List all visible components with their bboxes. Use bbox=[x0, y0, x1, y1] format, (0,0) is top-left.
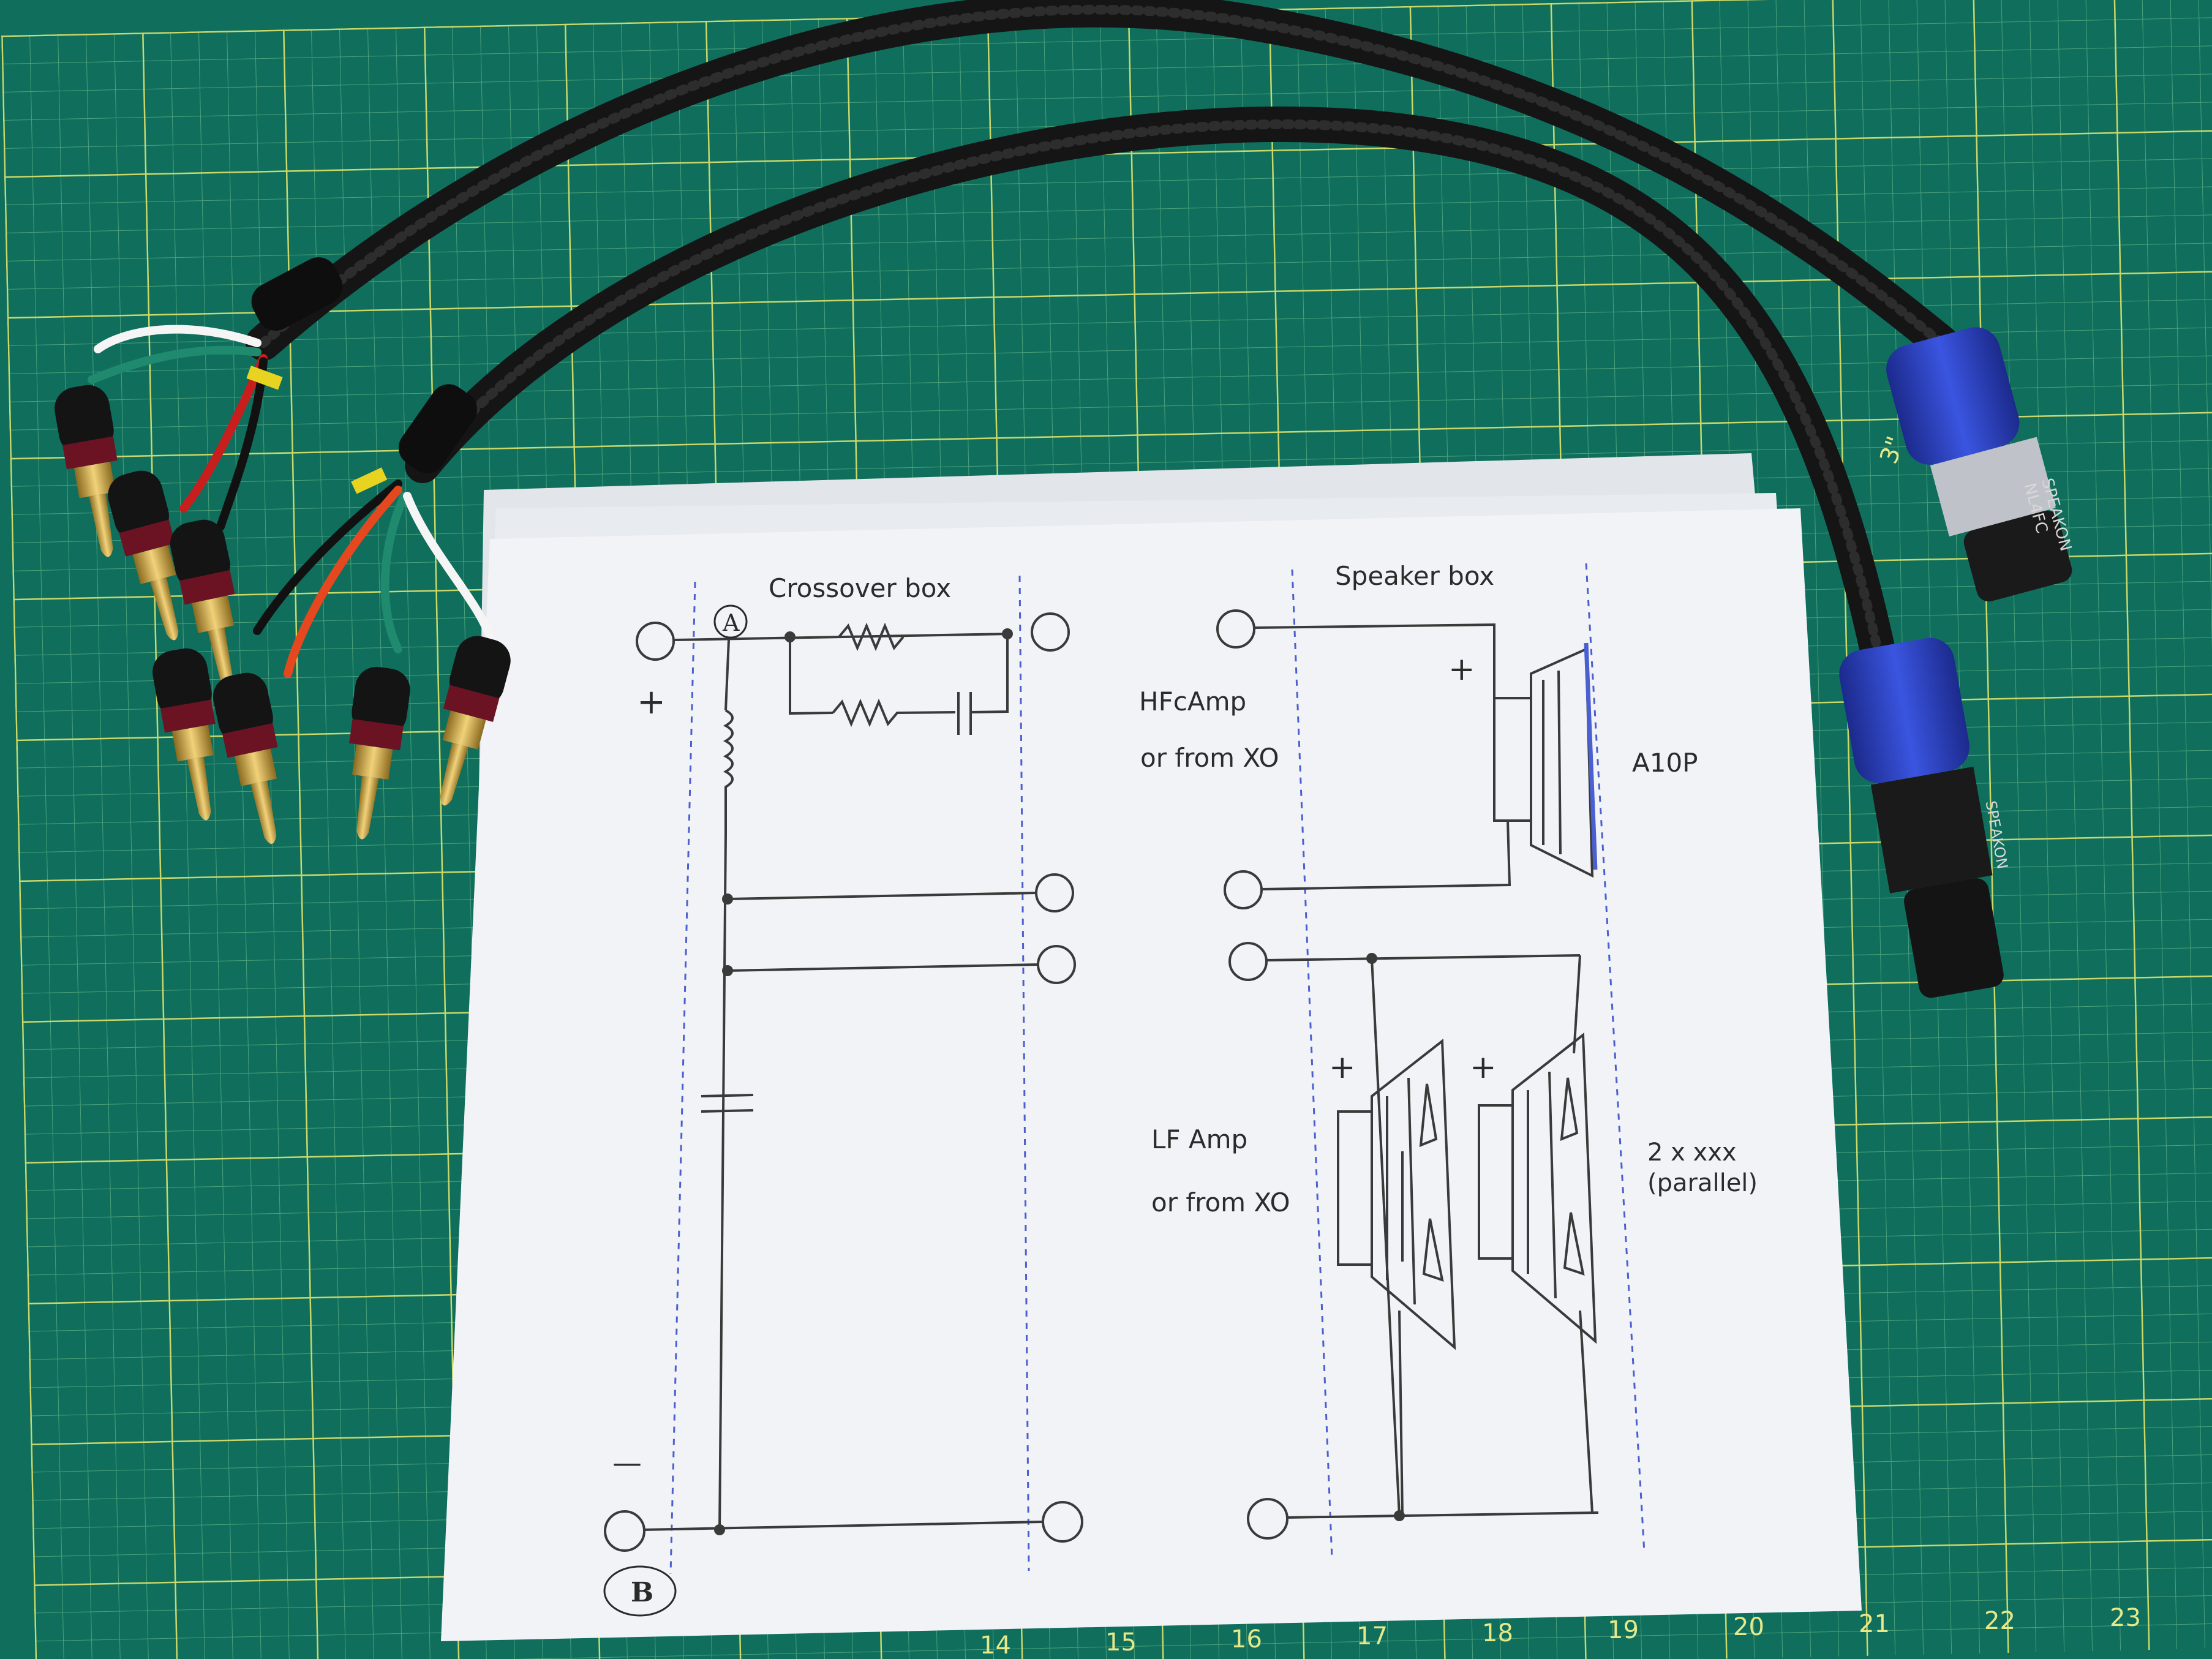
ruler-numbers: 14 15 16 17 18 19 20 21 22 23 bbox=[980, 1604, 2141, 1659]
hf-driver bbox=[1493, 642, 1598, 878]
zip-tie-lower bbox=[351, 467, 388, 494]
heatshrink-upper bbox=[251, 257, 343, 331]
speakon-connector-lower: SPEAKON bbox=[1839, 638, 2011, 998]
divider-3 bbox=[1291, 569, 1333, 1559]
crossover-plus-label: + bbox=[637, 682, 666, 722]
speakon-connector-upper: SPEAKON NL4FC bbox=[1886, 327, 2075, 602]
spk-terminal-hf-plus bbox=[1216, 609, 1255, 649]
lf-driver-count-label: 2 x xxx bbox=[1647, 1138, 1737, 1167]
lf-driver-parallel-label: (parallel) bbox=[1647, 1169, 1758, 1197]
banana-plug bbox=[152, 648, 216, 821]
speaker-box-label: Speaker box bbox=[1335, 561, 1494, 591]
node-a-label: A bbox=[722, 609, 740, 636]
diagram-labels: Crossover box Speaker box + — A B + HFcA… bbox=[612, 561, 1758, 1608]
lf-amp-label: LF Amp bbox=[1151, 1124, 1247, 1154]
paper-stack bbox=[441, 453, 1862, 1641]
ruler-number: 22 bbox=[1984, 1607, 2015, 1635]
banana-plug bbox=[55, 385, 118, 557]
spk-terminal-hf-minus bbox=[1224, 870, 1263, 909]
spk-terminal-lf-plus bbox=[1228, 942, 1268, 981]
ruler-number: 15 bbox=[1105, 1628, 1137, 1657]
resistor-1 bbox=[838, 622, 905, 652]
banana-plug bbox=[213, 672, 278, 844]
paper-front-sheet bbox=[441, 508, 1862, 1641]
zip-tie-upper bbox=[246, 366, 283, 390]
ruler-number: 19 bbox=[1608, 1616, 1639, 1644]
hf-amp-label: HFcAmp bbox=[1139, 687, 1246, 717]
ruler-number: 18 bbox=[1482, 1619, 1513, 1647]
fanout-wires bbox=[88, 325, 494, 678]
resistor-2 bbox=[832, 698, 956, 728]
banana-plugs bbox=[55, 385, 511, 844]
ruler-number: 21 bbox=[1859, 1610, 1890, 1638]
terminal-minus-in bbox=[604, 1510, 645, 1552]
crossover-box-label: Crossover box bbox=[769, 573, 951, 603]
divider-4 bbox=[1585, 563, 1646, 1553]
banana-plug bbox=[170, 519, 235, 691]
hf-plus-label: + bbox=[1448, 651, 1475, 688]
banana-plug bbox=[440, 636, 511, 806]
cables bbox=[246, 0, 1959, 679]
inductor-coil bbox=[723, 709, 734, 833]
ruler-number: 14 bbox=[980, 1631, 1011, 1659]
heatshrink-lower bbox=[398, 384, 478, 473]
ruler-number: 20 bbox=[1733, 1613, 1764, 1641]
node-b-label: B bbox=[631, 1577, 653, 1608]
wiring-diagram bbox=[603, 563, 1646, 1617]
crossover-minus-label: — bbox=[612, 1446, 642, 1480]
ruler-number: 23 bbox=[2110, 1604, 2141, 1632]
banana-plug bbox=[349, 666, 410, 840]
lf-driver-1 bbox=[1337, 1039, 1456, 1350]
node-b-mark bbox=[603, 1565, 677, 1617]
lf-plus-label-2: + bbox=[1470, 1049, 1497, 1086]
spk-terminal-lf-minus bbox=[1247, 1498, 1288, 1540]
banana-plug bbox=[108, 470, 179, 641]
terminal-plus-in bbox=[636, 622, 675, 661]
hf-driver-label: A10P bbox=[1632, 748, 1698, 778]
node-a-mark bbox=[713, 604, 748, 639]
hf-xo-label: or from XO bbox=[1140, 743, 1279, 773]
lf-plus-label-1: + bbox=[1329, 1049, 1356, 1086]
terminal-hf-out-1 bbox=[1031, 612, 1070, 652]
ruler-number: 17 bbox=[1356, 1622, 1388, 1650]
ruler-number: 16 bbox=[1231, 1625, 1262, 1653]
lf-driver-2 bbox=[1478, 1033, 1597, 1344]
lf-xo-label: or from XO bbox=[1151, 1187, 1290, 1217]
